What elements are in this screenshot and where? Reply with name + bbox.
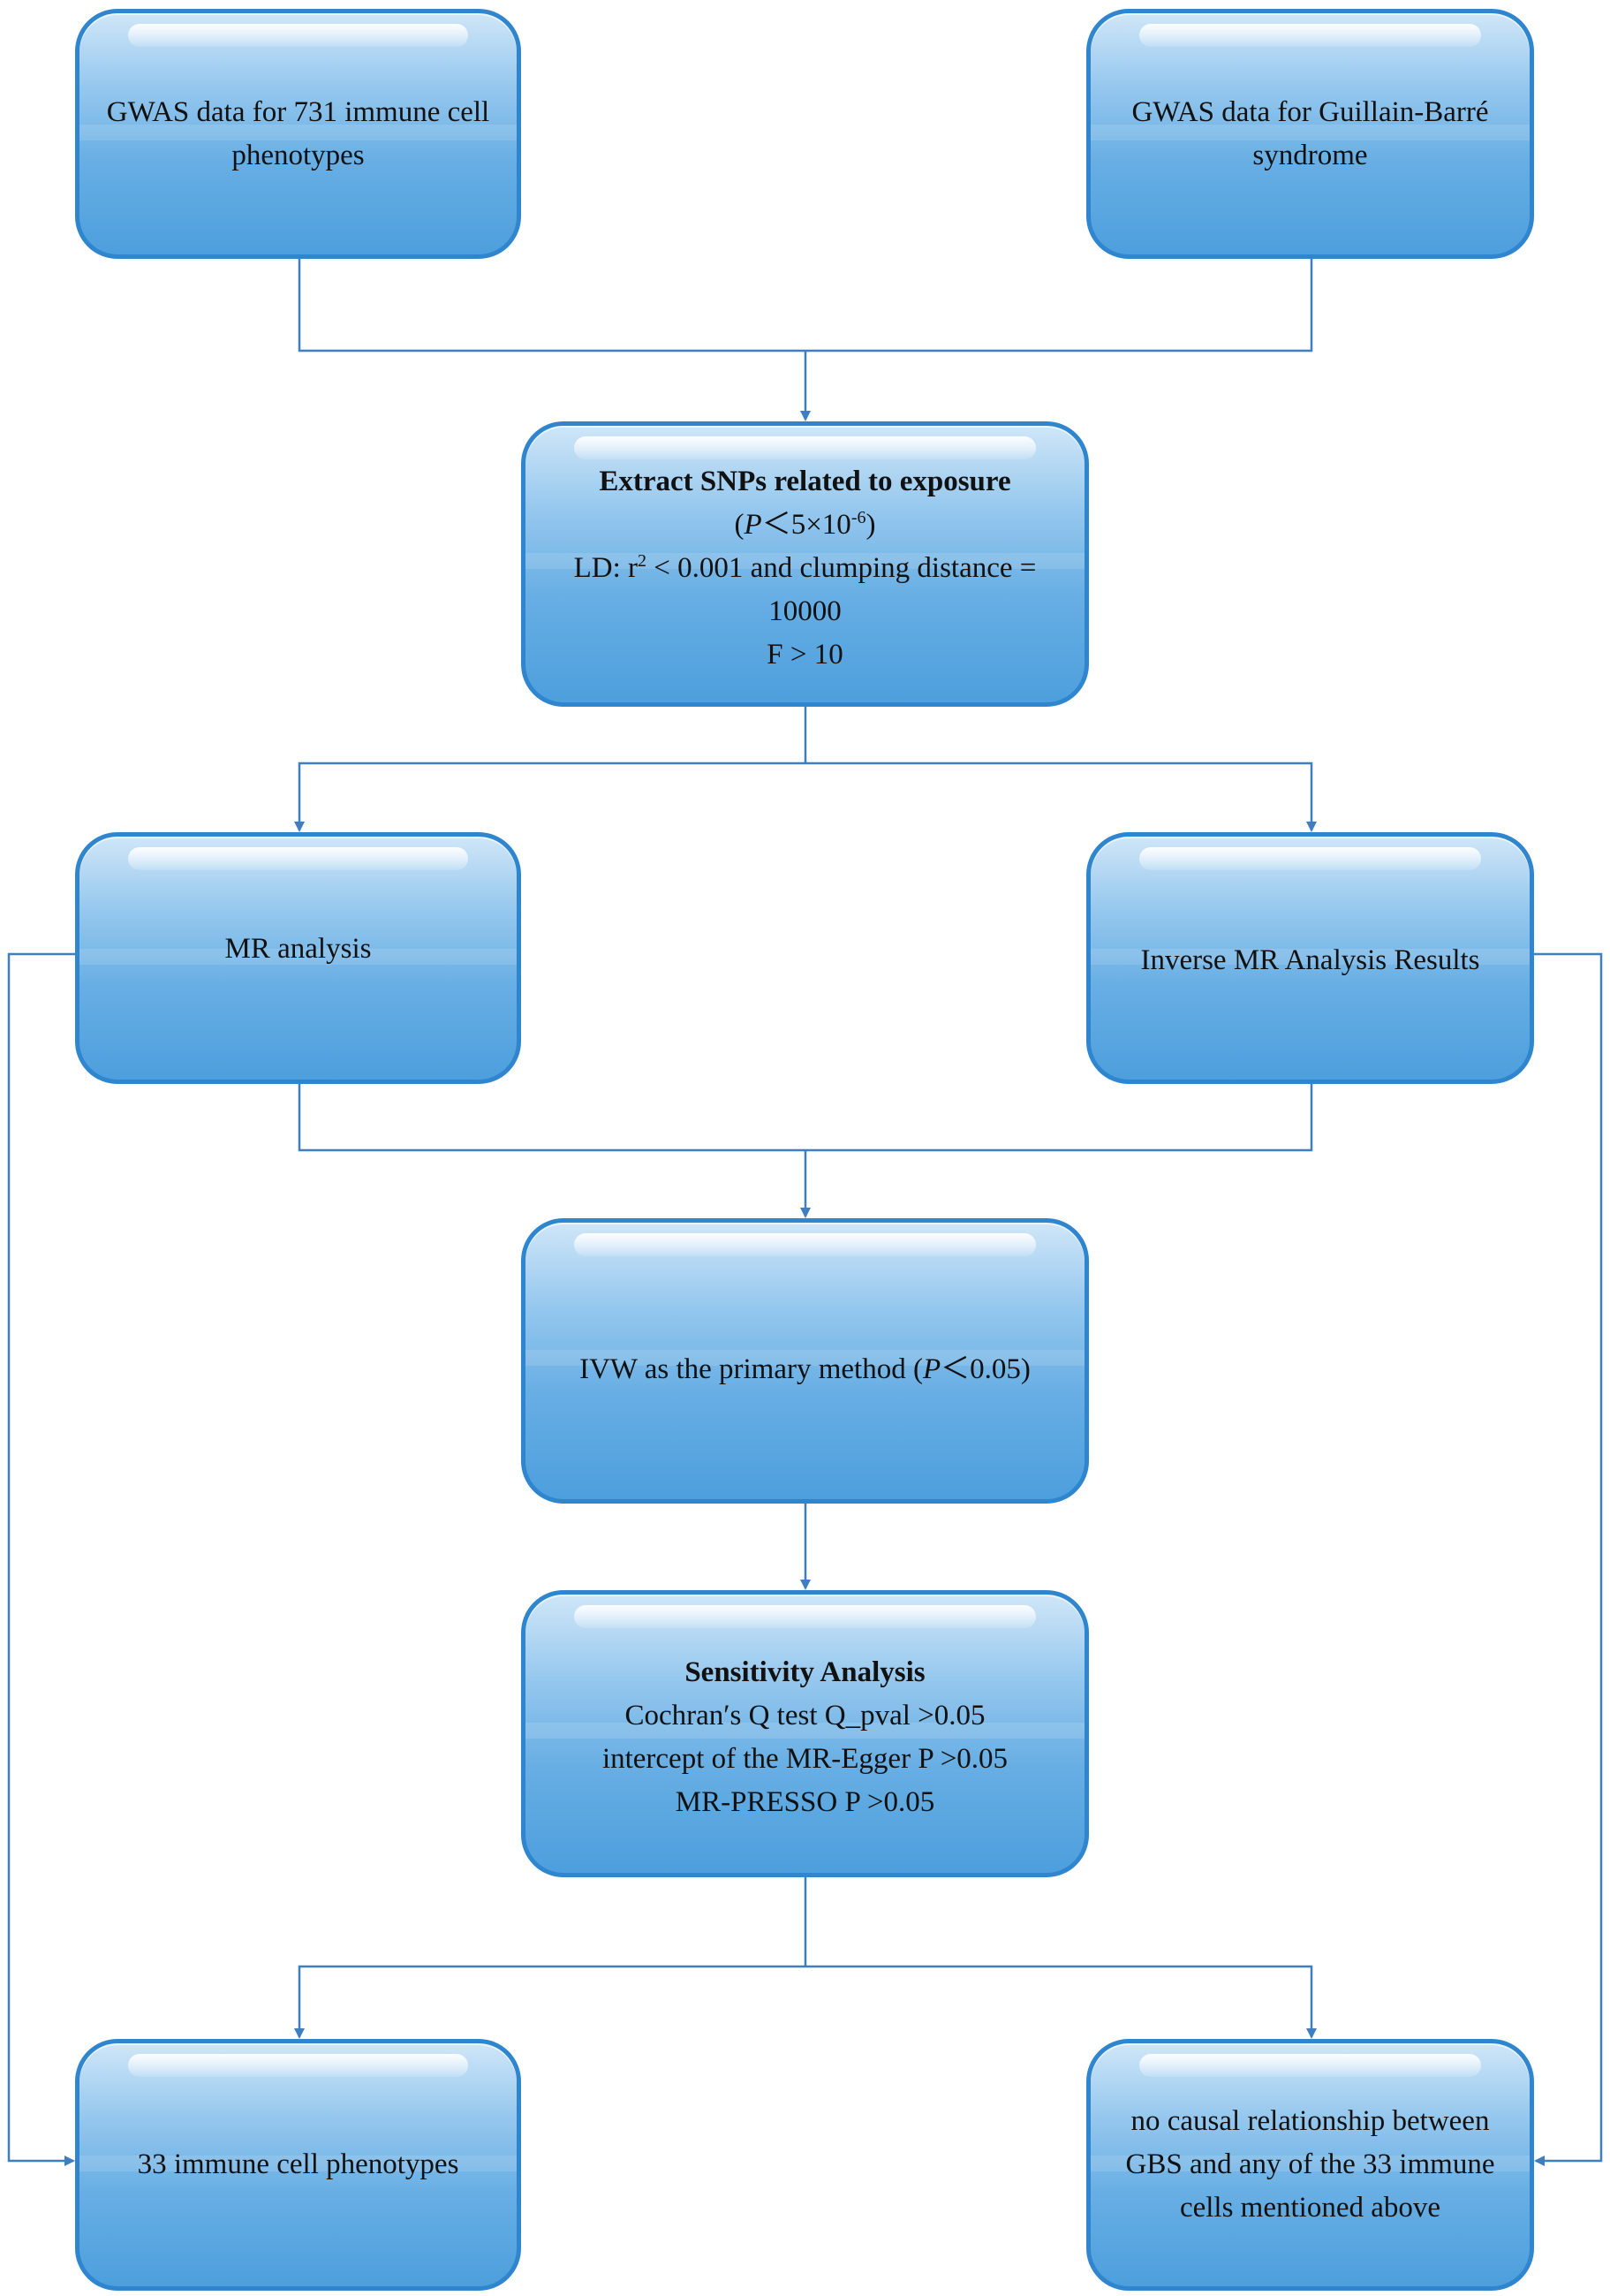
text-line: Cochran′s Q test Q_pval >0.05 [624, 1699, 986, 1731]
text-line: 33 immune cell phenotypes [137, 2148, 459, 2180]
ivw-line: IVW as the primary method (P＜0.05) [579, 1348, 1031, 1391]
clumping-distance: 10000 [768, 595, 842, 627]
f-statistic: F > 10 [767, 639, 843, 671]
text-line: phenotypes [231, 139, 365, 171]
ivw-p-variable: P [922, 1353, 941, 1385]
connector-gwas-gbs [805, 259, 1313, 352]
arrow-to-immune-33 [294, 1965, 805, 2039]
arrow-to-mr-analysis [294, 762, 805, 832]
text-line: no causal relationship between [1130, 2105, 1490, 2137]
arrow-to-no-causal [805, 1965, 1317, 2039]
ivw-suffix: ＜0.05) [941, 1353, 1031, 1385]
text-line: GBS and any of the 33 immune [1125, 2148, 1495, 2180]
box-33-immune-phenotypes: 33 immune cell phenotypes [75, 2039, 521, 2291]
box-extract-snps: Extract SNPs related to exposure (P＜5×10… [521, 421, 1089, 707]
p-exponent: -6 [850, 508, 866, 527]
box-gwas-gbs: GWAS data for Guillain-Barré syndrome [1086, 9, 1534, 259]
text-line: Inverse MR Analysis Results [1140, 943, 1480, 976]
ld-exponent: 2 [638, 551, 646, 571]
ld-criteria: LD: r2 < 0.001 and clumping distance = [574, 547, 1037, 590]
ld-rest: < 0.001 and clumping distance = [646, 552, 1037, 584]
box-mr-analysis: MR analysis [75, 832, 521, 1084]
p-threshold: (P＜5×10-6) [574, 504, 1037, 547]
box-ivw-method: IVW as the primary method (P＜0.05) [521, 1218, 1089, 1504]
text-line: GWAS data for Guillain-Barré [1131, 95, 1489, 128]
box-sensitivity-analysis: Sensitivity Analysis Cochran′s Q test Q_… [521, 1590, 1089, 1877]
p-open: ( [734, 509, 745, 541]
box-title: Sensitivity Analysis [684, 1656, 926, 1688]
connector-mr-analysis [298, 1084, 805, 1152]
box-no-causal-relationship: no causal relationship between GBS and a… [1086, 2039, 1534, 2291]
p-variable: P [744, 509, 762, 541]
text-line: MR analysis [224, 933, 372, 965]
box-title: Extract SNPs related to exposure [599, 466, 1011, 497]
ld-prefix: LD: r [573, 552, 638, 584]
p-value: ＜5×10 [761, 509, 851, 541]
text-line: MR-PRESSO P >0.05 [675, 1785, 935, 1818]
bypass-mr-to-immune-33 [7, 952, 75, 2166]
ivw-prefix: IVW as the primary method ( [579, 1353, 923, 1385]
text-line: intercept of the MR-Egger P >0.05 [601, 1742, 1009, 1775]
text-line: GWAS data for 731 immune cell [106, 95, 490, 128]
box-gwas-immune-cells: GWAS data for 731 immune cell phenotypes [75, 9, 521, 259]
box-inverse-mr: Inverse MR Analysis Results [1086, 832, 1534, 1084]
connector-gwas-immune [298, 259, 805, 352]
text-line: syndrome [1252, 139, 1368, 171]
p-close: ) [865, 509, 876, 541]
arrow-to-inverse-mr [805, 762, 1317, 832]
bypass-inverse-to-no-causal [1534, 952, 1603, 2166]
text-line: cells mentioned above [1179, 2192, 1441, 2224]
connector-inverse-mr [805, 1084, 1313, 1152]
